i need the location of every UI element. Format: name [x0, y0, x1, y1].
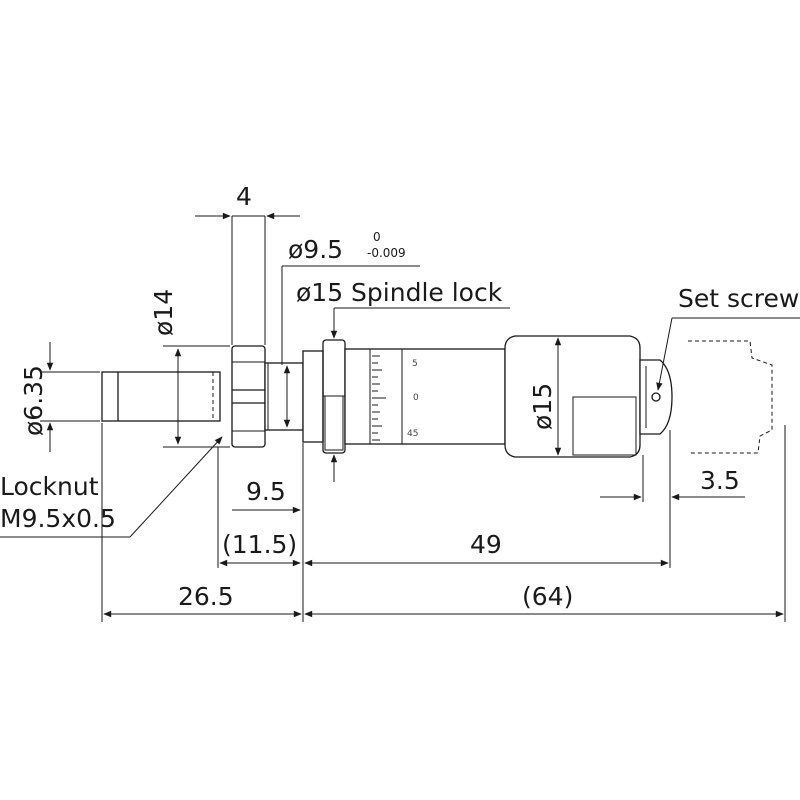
extension-lines	[40, 216, 786, 622]
dimension-labels: 4 ø9.5 0 -0.009 ø15 Spindle lock Set scr…	[0, 182, 799, 611]
dim-label-tol-lower: -0.009	[367, 246, 406, 260]
dim-label-dia14: ø14	[149, 289, 178, 336]
dim-label-95: 9.5	[246, 477, 286, 506]
dim-label-spindle-lock: ø15 Spindle lock	[296, 278, 503, 307]
dim-label-64: (64)	[522, 582, 573, 611]
locknut-label-line1: Locknut	[0, 472, 99, 501]
dim-label-dia635: ø6.35	[19, 365, 48, 436]
dim-label-4: 4	[236, 182, 252, 211]
dim-label-49: 49	[470, 530, 502, 559]
thimble-scale-5: 5	[412, 359, 418, 369]
dim-label-tol-upper: 0	[373, 230, 381, 244]
dim-label-bore: ø9.5	[288, 235, 343, 264]
thimble-scale-45: 45	[407, 429, 418, 439]
locknut-label-line2: M9.5x0.5	[0, 504, 116, 533]
part-outline: 5 0 45	[101, 335, 773, 458]
dim-label-set-screw: Set screw	[678, 284, 799, 313]
dim-label-115: (11.5)	[222, 530, 297, 559]
dim-label-dia15: ø15	[528, 383, 557, 430]
sleeve	[344, 348, 506, 445]
break-outline	[688, 340, 773, 454]
dim-label-35: 3.5	[700, 466, 740, 495]
spindle-shaft	[101, 371, 221, 422]
set-screw-hole	[651, 392, 661, 402]
thimble-scale-0: 0	[413, 393, 419, 403]
locknut	[231, 345, 266, 448]
mounting-stem	[264, 362, 304, 431]
sleeve-ticks	[372, 355, 386, 441]
dimension-lines	[0, 212, 800, 618]
dim-label-265: 26.5	[178, 582, 234, 611]
spindle-lock-ring	[302, 350, 324, 443]
